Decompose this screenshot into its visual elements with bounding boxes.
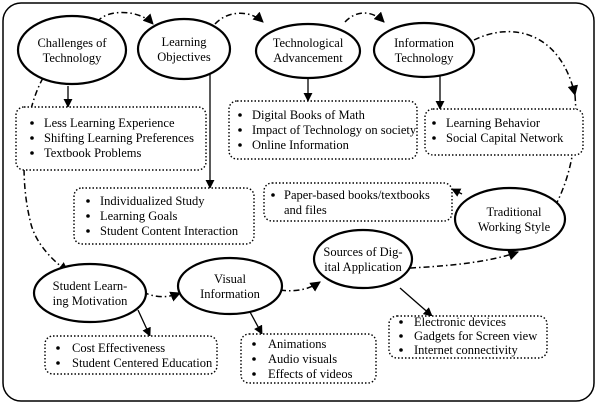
node-challenges: Challenges of Technology [16,14,128,86]
list-item: Textbook Problems [44,146,142,160]
sources-list: Electronic devices Gadgets for Screen vi… [399,315,537,357]
connector-challenges-objectives [96,11,154,25]
node-traditional-line2: Working Style [478,220,551,234]
solid-links [63,70,463,337]
list-item: Internet connectivity [414,343,519,357]
node-sources-line2: ital Application [324,260,402,274]
node-motivation-line2: ing Motivation [53,294,128,308]
list-box-traditional [263,182,453,222]
connector-visual-sources [279,281,321,292]
connector-advancement-information [344,11,385,23]
list-item: Effects of videos [268,367,353,381]
list-item: Learning Behavior [446,116,541,130]
node-motivation-line1: Student Learn- [53,279,128,293]
link-sources-list [399,287,433,317]
connector-information-edge [473,30,578,97]
list-item: Online Information [252,138,350,152]
node-information: Information Technology [372,21,476,79]
list-item: Student Content Interaction [100,224,239,238]
challenges-list: Less Learning Experience Shifting Learni… [30,116,194,160]
list-item: Social Capital Network [446,131,564,145]
list-box-sources [388,315,548,359]
motivation-list: Cost Effectiveness Student Centered Educ… [56,341,213,370]
node-objectives-line1: Learning [161,35,207,49]
list-item: Impact of Technology on society [252,123,417,137]
visual-list: Animations Audio visuals Effects of vide… [252,337,353,381]
list-box-motivation [44,335,218,375]
node-visual-line1: Visual [214,272,246,286]
connector-motivation-visual [142,291,181,302]
node-sources-line1: Sources of Dig- [323,245,402,259]
node-visual: Visual Information [176,256,284,316]
list-item: Paper-based books/textbooks [284,188,430,202]
list-box-challenges [15,106,207,171]
node-objectives-line2: Objectives [157,50,211,64]
node-traditional: Traditional Working Style [453,186,567,252]
list-item: Individualized Study [100,194,205,208]
list-item-continuation: and files [284,203,327,217]
node-challenges-line1: Challenges of [37,36,107,50]
list-item: Gadgets for Screen view [414,329,537,343]
node-information-line2: Technology [395,51,455,65]
node-traditional-line1: Traditional [486,205,542,219]
list-box-advancement [228,100,418,160]
list-item: Electronic devices [414,315,506,329]
connector-sources-traditional [409,250,519,269]
node-advancement-line1: Technological [273,36,344,50]
list-item: Digital Books of Math [252,108,366,122]
list-item: Student Centered Education [72,356,213,370]
traditional-list: Paper-based books/textbooks and files [271,188,430,217]
list-item: Audio visuals [268,352,337,366]
list-box-information [424,108,584,156]
connector-objectives-advancement [214,11,264,25]
node-challenges-line2: Technology [43,51,103,65]
node-visual-line2: Information [200,287,260,301]
link-traditional-list [451,188,463,197]
node-motivation: Student Learn- ing Motivation [32,262,148,324]
advancement-list: Digital Books of Math Impact of Technolo… [238,108,417,152]
list-box-objectives [73,187,255,245]
link-visual-list [249,311,263,335]
node-information-line1: Information [394,36,454,50]
list-item: Learning Goals [100,209,178,223]
link-motivation-list [137,309,151,337]
node-advancement-line2: Advancement [273,51,343,65]
node-objectives: Learning Objectives [136,17,232,81]
node-advancement: Technological Advancement [254,22,362,80]
node-sources: Sources of Dig- ital Application [312,228,414,290]
list-item: Animations [268,337,326,351]
list-item: Less Learning Experience [44,116,175,130]
objectives-list: Individualized Study Learning Goals Stud… [86,194,239,238]
information-list: Learning Behavior Social Capital Network [432,116,564,145]
list-item: Cost Effectiveness [72,341,165,355]
list-item: Shifting Learning Preferences [44,131,194,145]
list-box-visual [240,333,377,384]
